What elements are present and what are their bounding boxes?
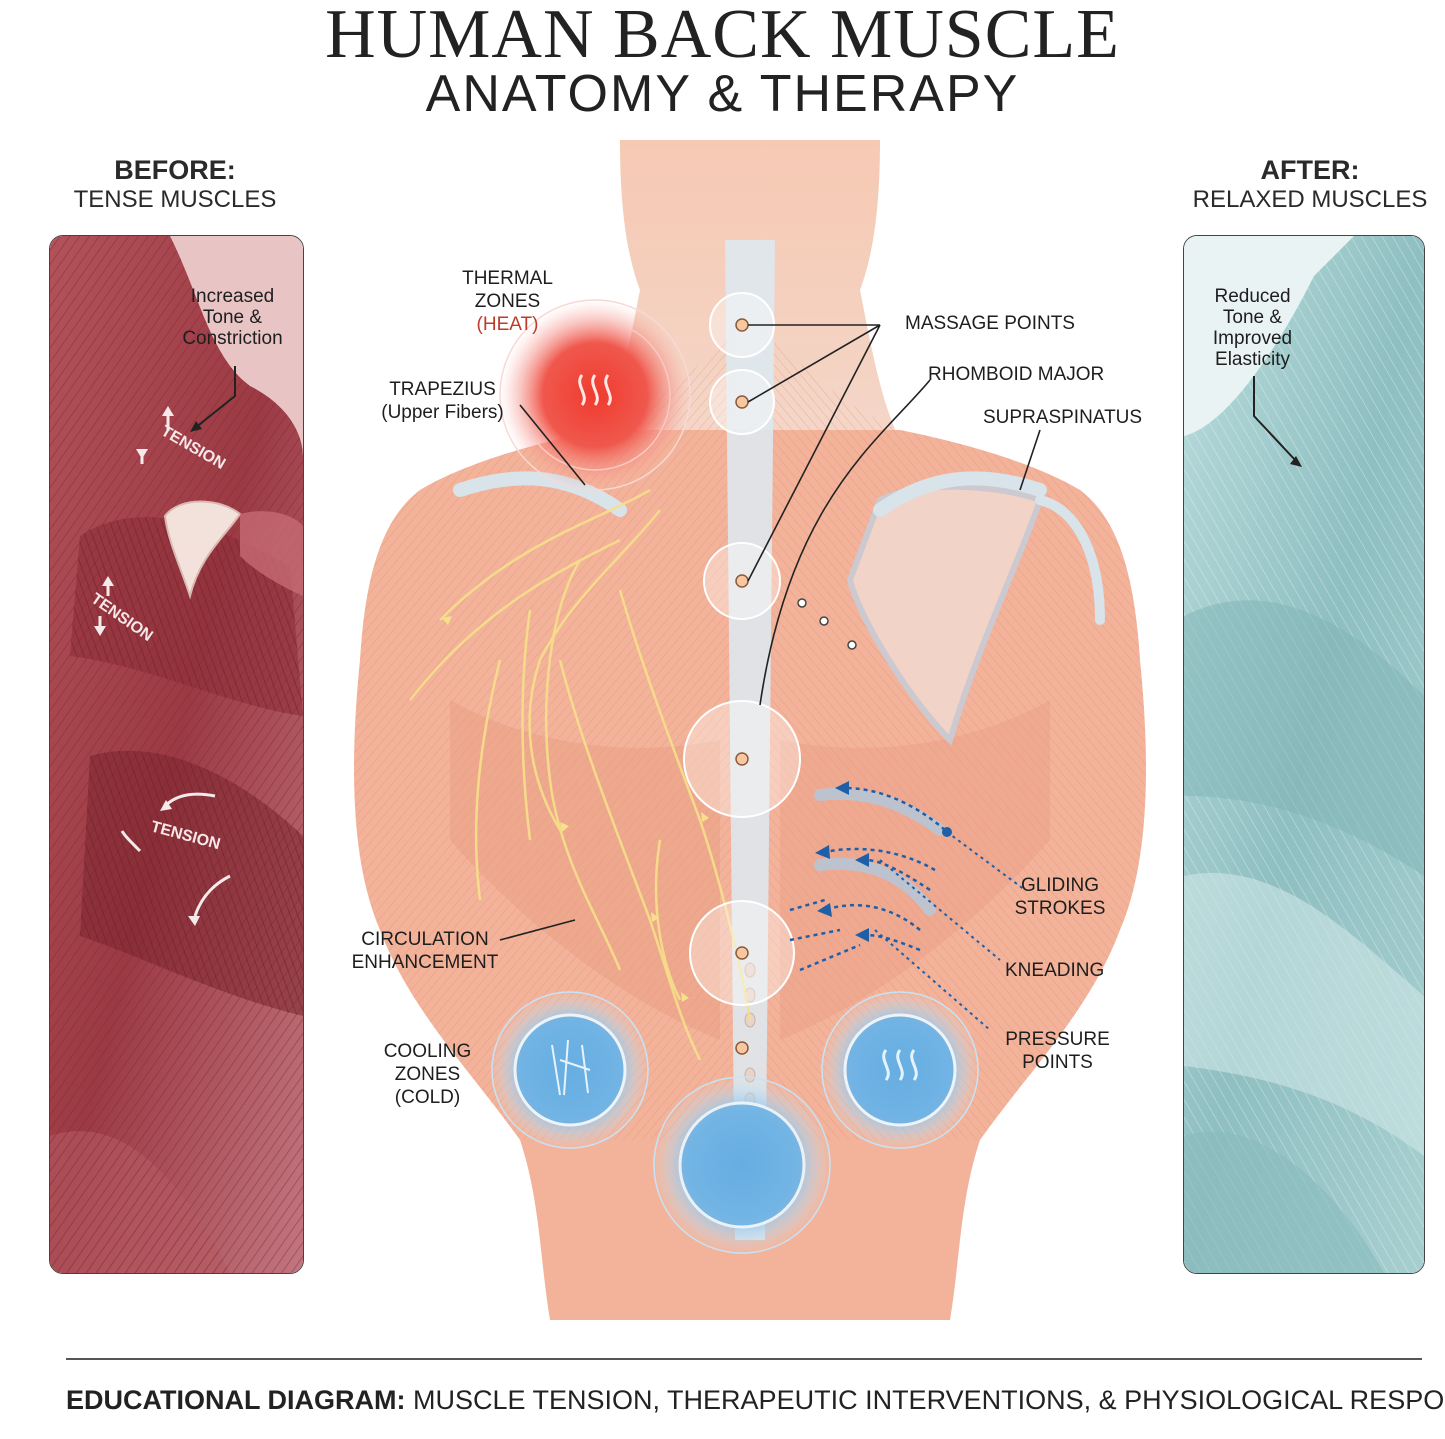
massage-points — [735, 318, 749, 1055]
circulation-arrowheads — [442, 616, 709, 1002]
before-note: Increased Tone & Constriction — [182, 286, 283, 349]
back-anatomy-illustration — [354, 140, 1146, 1320]
footer-caption-rest: MUSCLE TENSION, THERAPEUTIC INTERVENTION… — [405, 1385, 1445, 1415]
after-note-pointer — [1253, 376, 1297, 462]
cold-zone-center — [652, 1075, 832, 1255]
before-heading: BEFORE: — [114, 155, 236, 185]
before-panel: TENSION TENSION TENSION — [49, 235, 304, 1274]
thermal-zones-label: THERMAL ZONES (HEAT) — [462, 268, 553, 335]
massage-points-label: MASSAGE POINTS — [905, 313, 1075, 334]
cold-waves-icon — [882, 1049, 918, 1081]
trigger-dots — [797, 598, 857, 650]
leader-lines — [499, 324, 1041, 941]
before-heading-block: BEFORE: TENSE MUSCLES — [40, 155, 310, 215]
supraspinatus-label: SUPRASPINATUS — [983, 407, 1143, 428]
rhomboid-major-label: RHOMBOID MAJOR — [928, 364, 1105, 385]
after-subheading: RELAXED MUSCLES — [1192, 186, 1428, 213]
heat-zone — [499, 299, 691, 491]
heat-waves-icon — [578, 374, 612, 406]
gliding-stroke-arrows — [789, 786, 946, 972]
relaxed-muscle-illustration — [1184, 236, 1424, 1273]
before-note-pointer — [194, 366, 236, 429]
kneading-label: KNEADING — [1005, 960, 1105, 981]
after-heading: AFTER: — [1260, 155, 1360, 185]
page-subtitle: ANATOMY & THERAPY — [425, 65, 1020, 123]
gliding-arrowheads — [815, 781, 952, 942]
cooling-zones-label: COOLING ZONES (COLD) — [383, 1041, 472, 1108]
circulation-enhancement-label: CIRCULATION ENHANCEMENT — [351, 929, 499, 973]
tense-muscle-illustration: TENSION TENSION TENSION — [50, 236, 303, 1273]
footer-caption-bold: EDUCATIONAL DIAGRAM: — [66, 1385, 406, 1415]
footer-caption: EDUCATIONAL DIAGRAM: MUSCLE TENSION, THE… — [66, 1383, 1445, 1417]
therapy-leader-lines — [874, 831, 1026, 1031]
page-title: HUMAN BACK MUSCLE — [325, 0, 1120, 73]
after-panel — [1183, 235, 1425, 1274]
footer-divider — [66, 1358, 1422, 1360]
pressure-points-label: PRESSURE POINTS — [1005, 1029, 1110, 1073]
trapezius-label: TRAPEZIUS (Upper Fibers) — [381, 379, 504, 423]
before-subheading: TENSE MUSCLES — [73, 186, 277, 213]
cold-zone-left — [490, 990, 650, 1150]
after-heading-block: AFTER: RELAXED MUSCLES — [1175, 155, 1445, 215]
cold-zone-right — [820, 990, 980, 1150]
after-note: Reduced Tone & Improved Elasticity — [1212, 286, 1293, 370]
gliding-strokes-label: GLIDING STROKES — [1014, 875, 1106, 919]
tension-arrowheads — [94, 406, 200, 926]
